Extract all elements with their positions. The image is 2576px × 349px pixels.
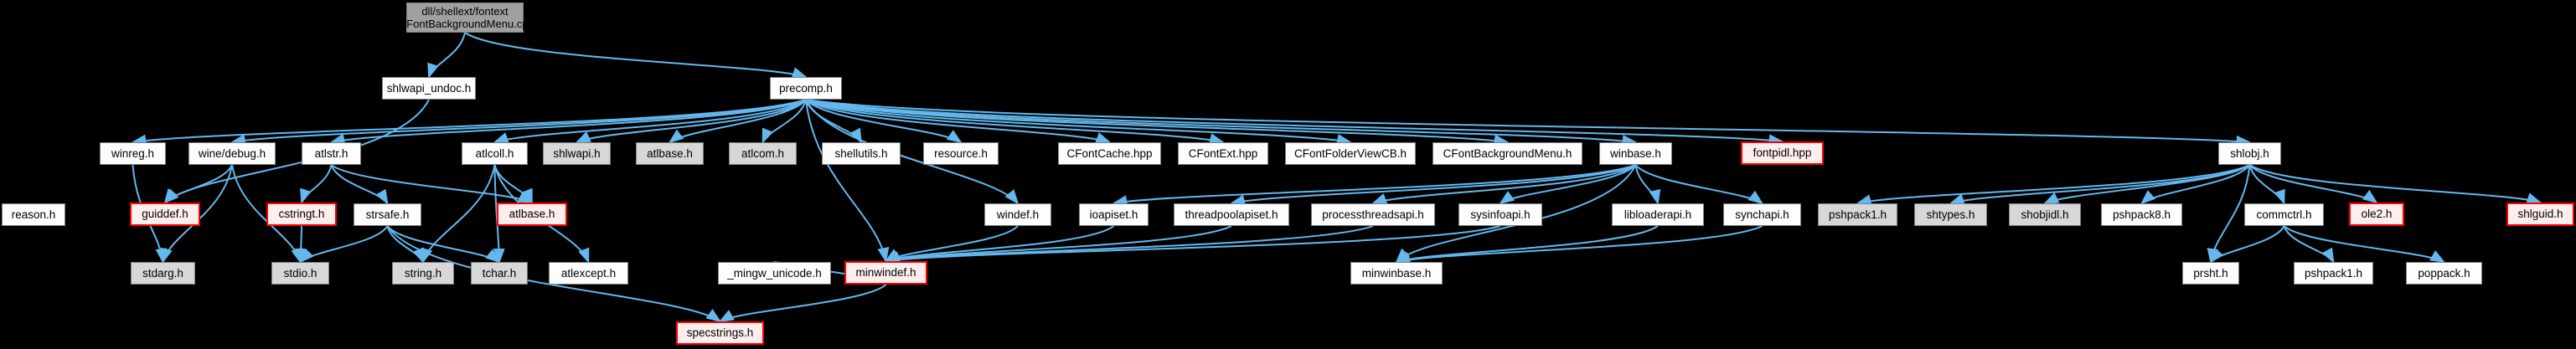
graph-node-sysinfoapi[interactable]: sysinfoapi.h (1458, 203, 1542, 226)
graph-edge (805, 99, 1510, 146)
graph-edge (668, 99, 807, 144)
graph-node-shlguid[interactable]: shlguid.h (2506, 203, 2574, 226)
graph-edge (2043, 164, 2251, 204)
graph-node-shellutils[interactable]: shellutils.h (822, 142, 901, 165)
graph-edge (493, 99, 807, 144)
graph-node-stdio[interactable]: stdio.h (271, 262, 329, 285)
graph-edge (1371, 164, 1637, 205)
graph-node-shtypes[interactable]: shtypes.h (1914, 203, 1987, 226)
graph-node-shlobj[interactable]: shlobj.h (2218, 142, 2281, 165)
graph-edge (427, 32, 466, 79)
graph-node-poppack[interactable]: poppack.h (2406, 262, 2482, 285)
graph-edge (230, 99, 807, 146)
graph-node-ole2[interactable]: ole2.h (2349, 203, 2404, 226)
graph-edge (575, 99, 807, 143)
graph-node-pshpack1b[interactable]: pshpack1.h (2294, 262, 2373, 285)
graph-node-guiddef[interactable]: guiddef.h (130, 203, 200, 226)
graph-node-pshpack1a[interactable]: pshpack1.h (1818, 203, 1897, 226)
graph-edge (2248, 164, 2285, 205)
graph-node-stdarg[interactable]: stdarg.h (131, 262, 195, 285)
graph-edge (464, 32, 808, 79)
graph-node-threadpoolapiset[interactable]: threadpoolapiset.h (1174, 203, 1289, 226)
graph-node-mingw_unicode[interactable]: _mingw_unicode.h (718, 262, 831, 285)
graph-edge (718, 284, 887, 322)
graph-node-shlwapi[interactable]: shlwapi.h (543, 142, 611, 165)
graph-edge (1499, 164, 1637, 205)
graph-node-specstrings[interactable]: specstrings.h (676, 321, 764, 345)
graph-edge (1634, 164, 1661, 205)
graph-edge (2209, 225, 2285, 264)
graph-node-cfontext[interactable]: CFontExt.hpp (1178, 142, 1268, 165)
graph-edge (330, 164, 389, 205)
graph-edge (386, 225, 501, 264)
graph-node-winedebug[interactable]: wine/debug.h (188, 142, 276, 165)
graph-edge (386, 225, 722, 323)
graph-node-tchar[interactable]: tchar.h (471, 262, 528, 285)
graph-edge (805, 99, 1638, 146)
graph-edge (2283, 225, 2446, 263)
graph-edge (300, 164, 333, 204)
graph-node-synchapi[interactable]: synchapi.h (1723, 203, 1801, 226)
graph-edge (805, 99, 1112, 144)
graph-node-atlbase3[interactable]: atlbase.h (636, 142, 704, 165)
graph-node-atlcoll[interactable]: atlcoll.h (462, 142, 528, 165)
graph-node-minwindef[interactable]: minwindef.h (844, 261, 927, 285)
graph-node-reason[interactable]: reason.h (2, 203, 65, 226)
graph-node-atlbase4[interactable]: atlbase.h (497, 203, 567, 226)
graph-edge (1856, 164, 2250, 207)
graph-node-cfontfolderviewcb[interactable]: CFontFolderViewCB.h (1285, 142, 1416, 165)
graph-node-fontpidl[interactable]: fontpidl.hpp (1741, 141, 1824, 165)
graph-node-atlexcept[interactable]: atlexcept.h (549, 262, 628, 285)
graph-node-cfontbgmenu[interactable]: CFontBackgroundMenu.h (1433, 142, 1582, 165)
graph-edge (294, 225, 307, 264)
graph-node-windef[interactable]: windef.h (984, 203, 1051, 226)
graph-node-atlcom[interactable]: atlcom.h (729, 142, 797, 165)
graph-node-ioapiset[interactable]: ioapiset.h (1079, 203, 1149, 226)
graph-node-cfontcache[interactable]: CFontCache.hpp (1058, 142, 1161, 165)
graph-node-processthreadsapi[interactable]: processthreadsapi.h (1311, 203, 1435, 226)
graph-edge (2283, 225, 2335, 264)
graph-edge (884, 225, 1115, 262)
graph-node-shobjidl[interactable]: shobjidl.h (2009, 203, 2081, 226)
graph-node-minwinbase[interactable]: minwinbase.h (1350, 262, 1443, 285)
graph-edge (1634, 164, 1764, 205)
graph-edge (131, 99, 807, 146)
graph-edge (761, 99, 807, 144)
graph-edge (1230, 164, 1636, 207)
graph-node-strsafe[interactable]: strsafe.h (354, 203, 421, 226)
graph-edge (330, 164, 534, 203)
graph-node-winbase[interactable]: winbase.h (1599, 142, 1672, 165)
graph-edge (2248, 164, 2542, 204)
graph-edge (805, 99, 1225, 145)
graph-node-pshpack8[interactable]: pshpack8.h (2101, 203, 2182, 226)
graph-node-libloaderapi[interactable]: libloaderapi.h (1612, 203, 1704, 226)
graph-edge (2140, 164, 2251, 205)
graph-edge (805, 99, 2252, 147)
graph-edge (805, 99, 1784, 146)
graph-edge (1395, 225, 1763, 264)
graph-node-commctrl[interactable]: commctrl.h (2244, 203, 2324, 226)
graph-edge (2248, 164, 2378, 204)
graph-node-winreg[interactable]: winreg.h (100, 142, 166, 165)
graph-edge (884, 225, 1501, 265)
graph-node-root[interactable]: dll/shellext/fontext /CFontBackgroundMen… (395, 3, 534, 33)
graph-node-string[interactable]: string.h (392, 262, 454, 285)
graph-edge (1112, 164, 1636, 207)
graph-node-resource[interactable]: resource.h (923, 142, 999, 165)
graph-edge (329, 99, 807, 146)
graph-node-shlwapi_undoc[interactable]: shlwapi_undoc.h (382, 77, 476, 100)
graph-edge (299, 225, 389, 264)
graph-edge (163, 164, 233, 204)
graph-edge (421, 164, 496, 264)
graph-edge (805, 99, 963, 144)
graph-node-cstringt[interactable]: cstringt.h (266, 203, 337, 226)
graph-node-prsht[interactable]: prsht.h (2182, 262, 2239, 285)
graph-edge (386, 225, 424, 264)
graph-edge (805, 99, 890, 263)
graph-node-atlstr[interactable]: atlstr.h (302, 142, 361, 165)
graph-edge (805, 99, 1020, 205)
graph-node-precomp[interactable]: precomp.h (770, 77, 842, 100)
graph-edge (805, 99, 1352, 146)
